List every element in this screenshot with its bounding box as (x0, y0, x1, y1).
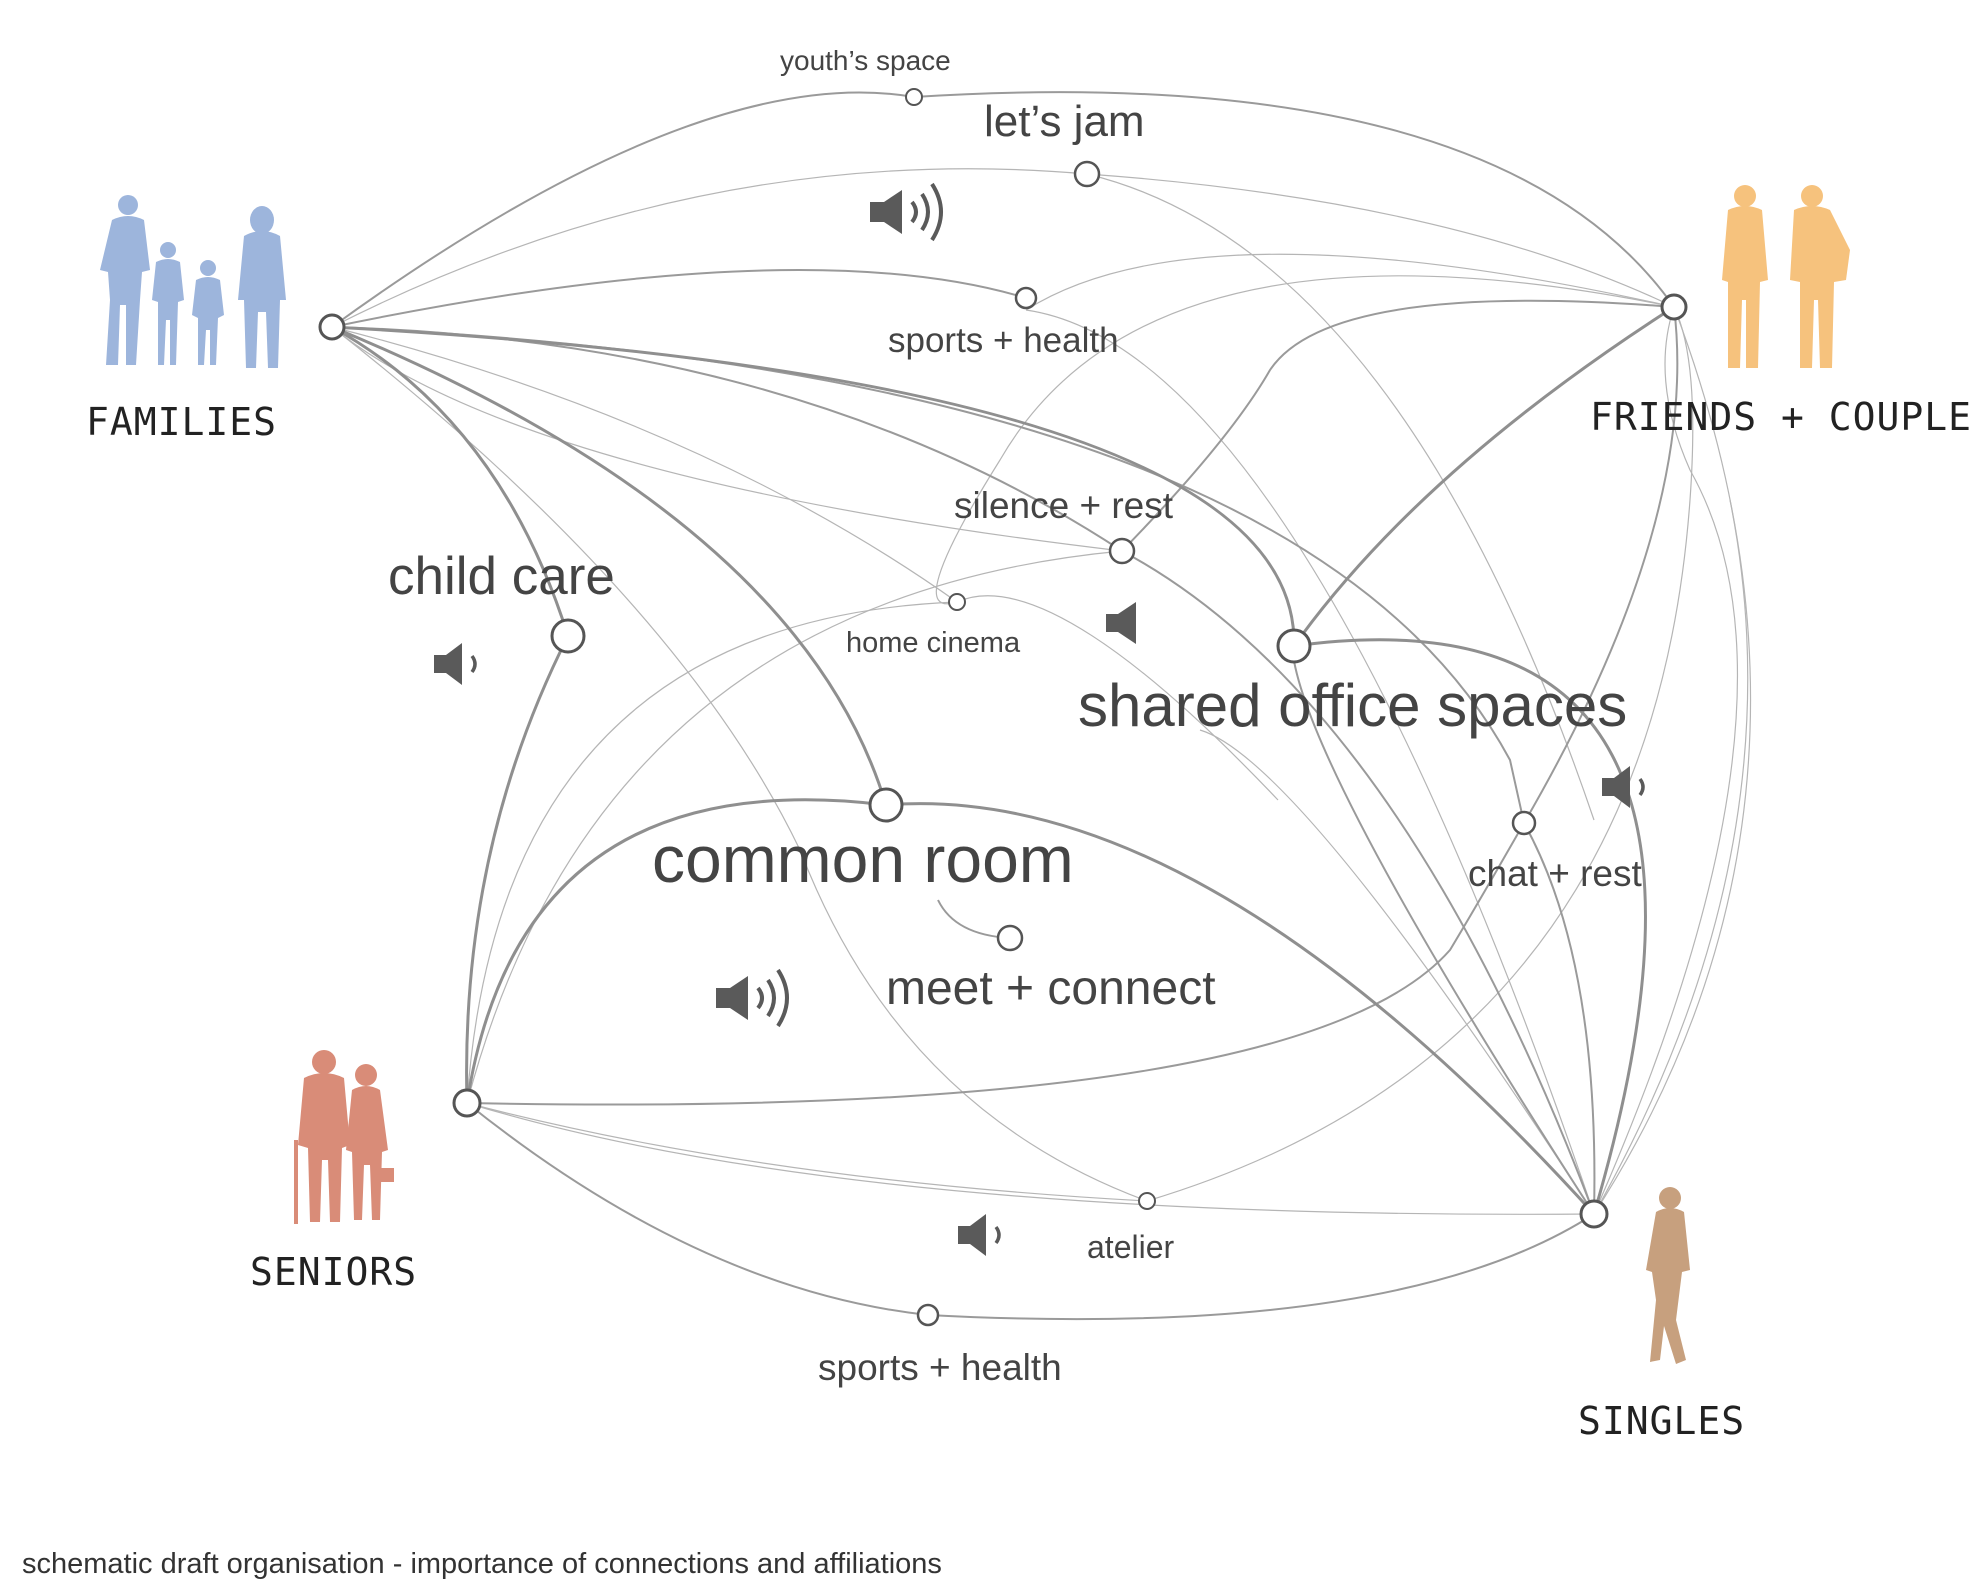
speakers (434, 182, 1645, 1256)
group-label-seniors: SENIORS (250, 1250, 417, 1294)
seniors-silhouette-icon (294, 1050, 394, 1224)
group-label-friends: FRIENDS + COUPLE (1590, 395, 1972, 439)
families-silhouette-icon (100, 195, 286, 368)
label-meet-connect: meet + connect (886, 962, 1216, 1015)
speaker-icon (870, 182, 943, 242)
label-chat-rest: chat + rest (1468, 853, 1643, 894)
nodes (318, 88, 1688, 1327)
speaker-icon (958, 1214, 1001, 1256)
node-atelier (1138, 1192, 1156, 1210)
node-youths-space (905, 88, 923, 106)
connection-lines (331, 91, 1752, 1321)
label-atelier: atelier (1087, 1229, 1175, 1265)
label-shared-office: shared office spaces (1078, 672, 1627, 739)
node-common-room (868, 787, 904, 823)
node-singles (1579, 1199, 1609, 1229)
label-lets-jam: let’s jam (984, 97, 1145, 146)
label-youths-space: youth’s space (780, 45, 951, 76)
node-home-cinema (948, 593, 966, 611)
node-child-care (550, 618, 586, 654)
node-families (318, 313, 346, 341)
node-meet-connect (996, 924, 1024, 952)
node-shared-office (1276, 628, 1312, 664)
node-sports-health-bottom (916, 1303, 940, 1327)
node-friends (1660, 293, 1688, 321)
group-label-singles: SINGLES (1578, 1399, 1745, 1443)
friends-silhouette-icon (1722, 185, 1850, 368)
speaker-icon (1602, 766, 1645, 808)
label-silence-rest: silence + rest (954, 485, 1174, 526)
diagram-caption: schematic draft organisation - importanc… (22, 1548, 942, 1580)
node-chat-rest (1511, 810, 1537, 836)
speaker-icon (434, 643, 477, 685)
group-label-families: FAMILIES (86, 400, 277, 444)
node-sports-health-top (1014, 286, 1038, 310)
node-silence-rest (1108, 537, 1136, 565)
singles-silhouette-icon (1646, 1187, 1690, 1364)
label-home-cinema: home cinema (846, 627, 1021, 659)
label-child-care: child care (388, 547, 615, 606)
label-sports-health-bottom: sports + health (818, 1347, 1062, 1388)
node-lets-jam (1073, 160, 1101, 188)
label-sports-health-top: sports + health (888, 321, 1119, 360)
node-seniors (452, 1088, 482, 1118)
speaker-icon (1106, 602, 1136, 644)
speaker-icon (716, 968, 789, 1028)
label-common-room: common room (652, 822, 1074, 896)
